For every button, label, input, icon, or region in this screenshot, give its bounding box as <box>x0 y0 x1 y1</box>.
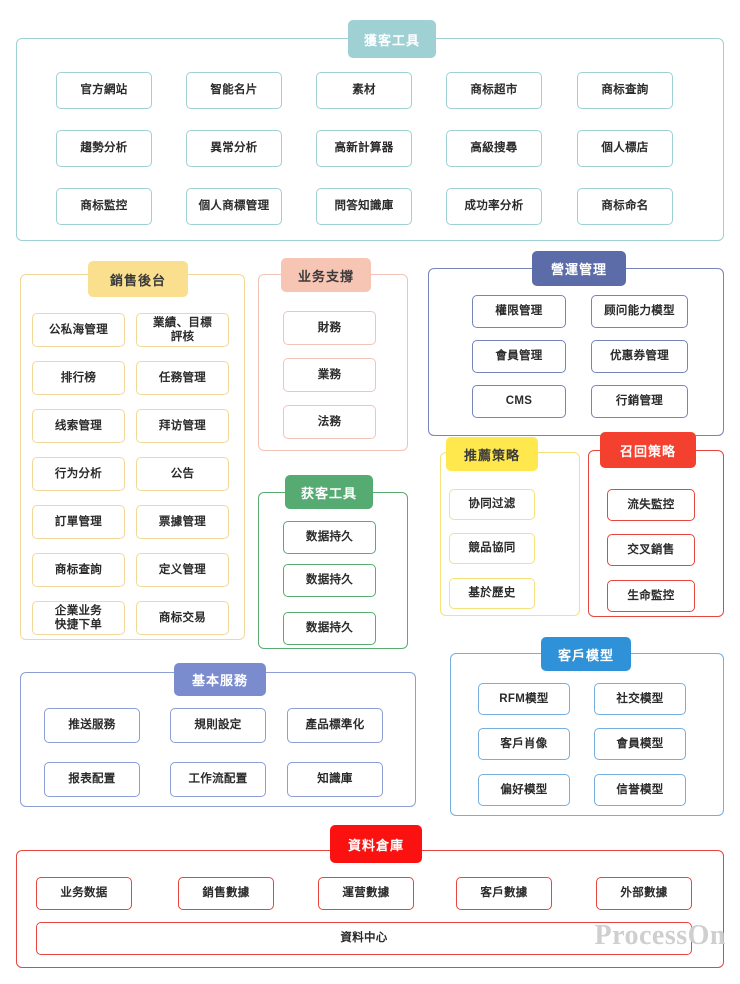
node-trademark-supermarket[interactable]: 商标超市 <box>446 72 542 109</box>
node-push-service[interactable]: 推送服務 <box>44 708 140 743</box>
node-churn-monitoring[interactable]: 流失監控 <box>607 489 695 521</box>
node-personal-store[interactable]: 個人標店 <box>577 130 673 167</box>
node-operations-data[interactable]: 運营數據 <box>318 877 414 910</box>
section-title-recall-strategy: 召回策略 <box>600 432 696 468</box>
section-title-recommendation-strategy: 推薦策略 <box>446 437 538 471</box>
node-lifecycle-monitoring[interactable]: 生命監控 <box>607 580 695 612</box>
section-title-operations-mgmt: 營運管理 <box>532 251 626 286</box>
processon-watermark: ProcessOn <box>594 920 726 951</box>
section-title-sales-backend: 銷售後台 <box>88 261 188 297</box>
node-leaderboard[interactable]: 排行榜 <box>32 361 125 395</box>
node-customer-portrait[interactable]: 客戶肖像 <box>478 728 570 760</box>
node-order-mgmt[interactable]: 訂單管理 <box>32 505 125 539</box>
node-membership-model[interactable]: 會員模型 <box>594 728 686 760</box>
node-data-persistence-3[interactable]: 数据持久 <box>283 612 376 645</box>
node-advanced-search[interactable]: 高級搜尋 <box>446 130 542 167</box>
node-sales-data[interactable]: 銷售數據 <box>178 877 274 910</box>
node-performance-target-review[interactable]: 業績、目標 評核 <box>136 313 229 347</box>
node-trademark-monitoring[interactable]: 商标監控 <box>56 188 152 225</box>
node-external-data[interactable]: 外部數據 <box>596 877 692 910</box>
node-cross-selling[interactable]: 交叉銷售 <box>607 534 695 566</box>
node-trademark-search[interactable]: 商标查詢 <box>577 72 673 109</box>
node-legal[interactable]: 法務 <box>283 405 376 439</box>
node-customer-data[interactable]: 客戶數據 <box>456 877 552 910</box>
node-smart-business-card[interactable]: 智能名片 <box>186 72 282 109</box>
node-visit-mgmt[interactable]: 拜访管理 <box>136 409 229 443</box>
node-social-model[interactable]: 社交模型 <box>594 683 686 715</box>
node-lead-mgmt[interactable]: 线索管理 <box>32 409 125 443</box>
node-trend-analysis[interactable]: 趨勢分析 <box>56 130 152 167</box>
node-trademark-trading[interactable]: 商标交易 <box>136 601 229 635</box>
node-permission-mgmt[interactable]: 權限管理 <box>472 295 566 328</box>
node-cms[interactable]: CMS <box>472 385 566 418</box>
node-finance[interactable]: 財務 <box>283 311 376 345</box>
node-behavior-analysis[interactable]: 行为分析 <box>32 457 125 491</box>
node-preference-model[interactable]: 偏好模型 <box>478 774 570 806</box>
node-coupon-mgmt[interactable]: 优惠券管理 <box>591 340 688 373</box>
node-product-standardization[interactable]: 產品標準化 <box>287 708 383 743</box>
node-enterprise-quick-order[interactable]: 企業业务 快捷下单 <box>32 601 125 635</box>
node-task-mgmt[interactable]: 任務管理 <box>136 361 229 395</box>
node-rule-setting[interactable]: 規則設定 <box>170 708 266 743</box>
node-hightech-calculator[interactable]: 高新計算器 <box>316 130 412 167</box>
node-competitor-collaboration[interactable]: 競品協同 <box>449 533 535 564</box>
node-success-rate-analysis[interactable]: 成功率分析 <box>446 188 542 225</box>
section-title-basic-services: 基本服務 <box>174 663 266 696</box>
node-workflow-config[interactable]: 工作流配置 <box>170 762 266 797</box>
node-collaborative-filtering[interactable]: 协同过滤 <box>449 489 535 520</box>
node-data-center[interactable]: 資料中心 <box>36 922 692 955</box>
node-materials[interactable]: 素材 <box>316 72 412 109</box>
node-member-mgmt[interactable]: 會員管理 <box>472 340 566 373</box>
node-reputation-model[interactable]: 信誉模型 <box>594 774 686 806</box>
node-qa-knowledge-base[interactable]: 問答知識庫 <box>316 188 412 225</box>
node-knowledge-base[interactable]: 知識庫 <box>287 762 383 797</box>
node-invoice-mgmt[interactable]: 票據管理 <box>136 505 229 539</box>
node-history-based[interactable]: 基於歷史 <box>449 578 535 609</box>
node-data-persistence-2[interactable]: 数据持久 <box>283 564 376 597</box>
node-public-private-sea-mgmt[interactable]: 公私海管理 <box>32 313 125 347</box>
node-consultant-capability-model[interactable]: 顾问能力模型 <box>591 295 688 328</box>
node-anomaly-analysis[interactable]: 異常分析 <box>186 130 282 167</box>
node-personal-trademark-mgmt[interactable]: 個人商標管理 <box>186 188 282 225</box>
section-title-customer-model: 客戶模型 <box>541 637 631 671</box>
node-official-website[interactable]: 官方網站 <box>56 72 152 109</box>
node-announcement[interactable]: 公告 <box>136 457 229 491</box>
node-marketing-mgmt[interactable]: 行銷管理 <box>591 385 688 418</box>
node-report-config[interactable]: 报表配置 <box>44 762 140 797</box>
node-business-data[interactable]: 业务数据 <box>36 877 132 910</box>
section-title-acquisition-tools-top: 獲客工具 <box>348 20 436 58</box>
section-title-data-warehouse: 資料倉庫 <box>330 825 422 863</box>
section-title-business-support: 业务支撐 <box>281 258 371 292</box>
section-title-acquisition-tools-mid: 获客工具 <box>285 475 373 509</box>
node-business[interactable]: 業務 <box>283 358 376 392</box>
node-data-persistence-1[interactable]: 数据持久 <box>283 521 376 554</box>
node-rfm-model[interactable]: RFM模型 <box>478 683 570 715</box>
node-trademark-naming[interactable]: 商标命名 <box>577 188 673 225</box>
node-definition-mgmt[interactable]: 定义管理 <box>136 553 229 587</box>
node-sales-trademark-search[interactable]: 商标查詢 <box>32 553 125 587</box>
